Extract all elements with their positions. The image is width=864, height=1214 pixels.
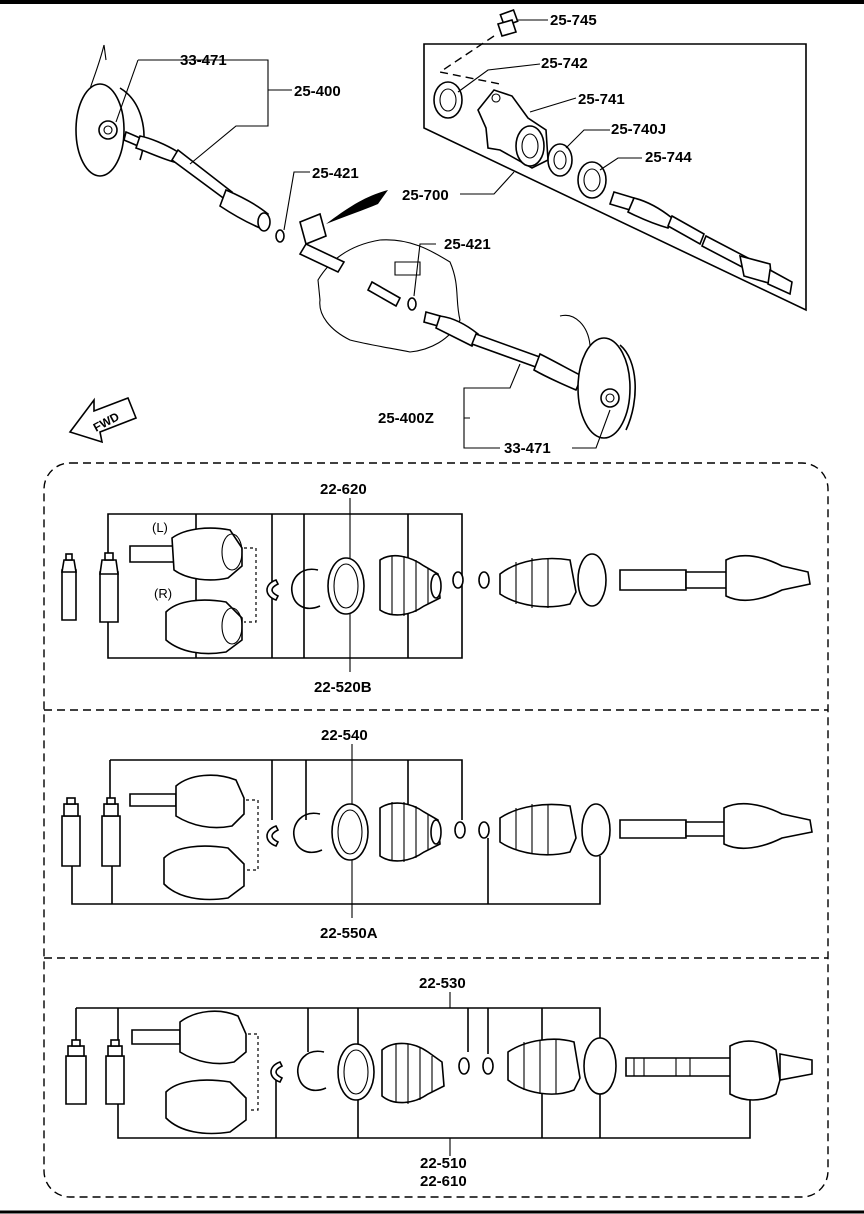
panel-1-bottom-label: 22-520B: [314, 679, 372, 696]
small-clamp-icon: [478, 821, 490, 839]
snap-ring-icon: [266, 825, 280, 847]
intermediate-shaft: [608, 191, 793, 296]
boot-band-icon: [327, 557, 365, 615]
panel-1-side-left: (L): [152, 520, 168, 535]
outer-joint-upper: [131, 1010, 247, 1065]
shaft-icon: [619, 554, 811, 602]
ring-icon: [577, 161, 607, 199]
nut-left-icon: [98, 120, 118, 140]
inner-boot-icon: [499, 803, 577, 856]
seal-icon: [433, 81, 463, 119]
label-bolt: 25-745: [550, 12, 597, 29]
label-seal: 25-742: [541, 55, 588, 72]
circlip-icon: [297, 1050, 327, 1092]
panel-2-bottom-label: 22-550A: [320, 925, 378, 942]
right-drive-shaft: [423, 310, 584, 392]
outer-joint-left: [129, 527, 243, 581]
shaft-icon: [619, 802, 813, 850]
label-bearing: 25-740J: [611, 121, 666, 138]
panel-1-top-label: 22-620: [320, 481, 367, 498]
grease-tube-icon: [65, 1039, 87, 1105]
center-joint: [298, 212, 402, 308]
small-clamp-icon: [452, 571, 464, 589]
label-bracket: 25-741: [578, 91, 625, 108]
label-clip-left: 25-421: [312, 165, 359, 182]
snap-ring-icon: [266, 579, 280, 601]
inner-boot-icon: [507, 1038, 581, 1095]
outer-joint-right: [165, 599, 243, 655]
grease-tube-icon: [61, 797, 81, 867]
outer-joint-lower: [163, 845, 245, 901]
inner-boot-icon: [499, 557, 577, 608]
panel-2-top-label: 22-540: [321, 727, 368, 744]
right-hub: [577, 337, 631, 439]
label-clip-right: 25-421: [444, 236, 491, 253]
bolt-icon: [496, 8, 519, 37]
svg-text:FWD: FWD: [91, 409, 122, 434]
grease-tube-icon: [105, 1039, 125, 1105]
clip-right-icon: [407, 297, 417, 311]
left-drive-shaft: [123, 130, 271, 232]
nut-right-icon: [600, 388, 620, 408]
boot-icon: [379, 554, 442, 616]
outer-joint-upper: [129, 774, 245, 829]
inner-band-icon: [577, 553, 607, 607]
label-left-shaft: 25-400: [294, 83, 341, 100]
clip-left-icon: [275, 229, 285, 243]
small-clamp-icon: [482, 1057, 494, 1075]
label-intermediate-shaft: 25-700: [402, 187, 449, 204]
label-right-shaft: 25-400Z: [378, 410, 434, 427]
panel-1: 22-620 22-520B (L) (R): [61, 481, 811, 696]
direction-arrow-icon: [326, 190, 388, 224]
snap-ring-icon: [270, 1061, 284, 1083]
shaft-icon: [625, 1040, 813, 1101]
inner-band-icon: [583, 1037, 617, 1095]
boot-band-icon: [337, 1043, 375, 1101]
fwd-arrow-icon: FWD: [68, 396, 138, 444]
boot-icon: [379, 802, 442, 862]
outer-joint-lower: [165, 1079, 247, 1135]
boot-band-icon: [331, 803, 369, 861]
kits-frame: [43, 462, 829, 1198]
upper-assembly: FWD: [68, 8, 807, 457]
panel-1-side-right: (R): [154, 586, 172, 601]
boot-icon: [381, 1042, 445, 1104]
bearing-icon: [547, 143, 573, 177]
grease-tube-icon: [101, 797, 121, 867]
label-nut-right: 33-471: [504, 440, 551, 457]
small-clamp-icon: [458, 1057, 470, 1075]
grease-tube-icon: [99, 552, 119, 623]
panel-3-top-label: 22-530: [419, 975, 466, 992]
panel-3: 22-530 22-510 22-610: [65, 975, 813, 1190]
bracket-icon: [477, 89, 549, 169]
panel-3-bottom-label-1: 22-510: [420, 1155, 467, 1172]
grease-tube-icon: [61, 553, 77, 621]
circlip-icon: [291, 568, 321, 610]
label-ring: 25-744: [645, 149, 692, 166]
inner-band-icon: [581, 803, 611, 857]
intermediate-shaft-inset: [423, 8, 807, 312]
panel-2: 22-540 22-550A: [61, 727, 813, 942]
small-clamp-icon: [454, 821, 466, 839]
circlip-icon: [293, 812, 323, 854]
label-nut-left: 33-471: [180, 52, 227, 69]
small-clamp-icon: [478, 571, 490, 589]
panel-3-bottom-label-2: 22-610: [420, 1173, 467, 1190]
